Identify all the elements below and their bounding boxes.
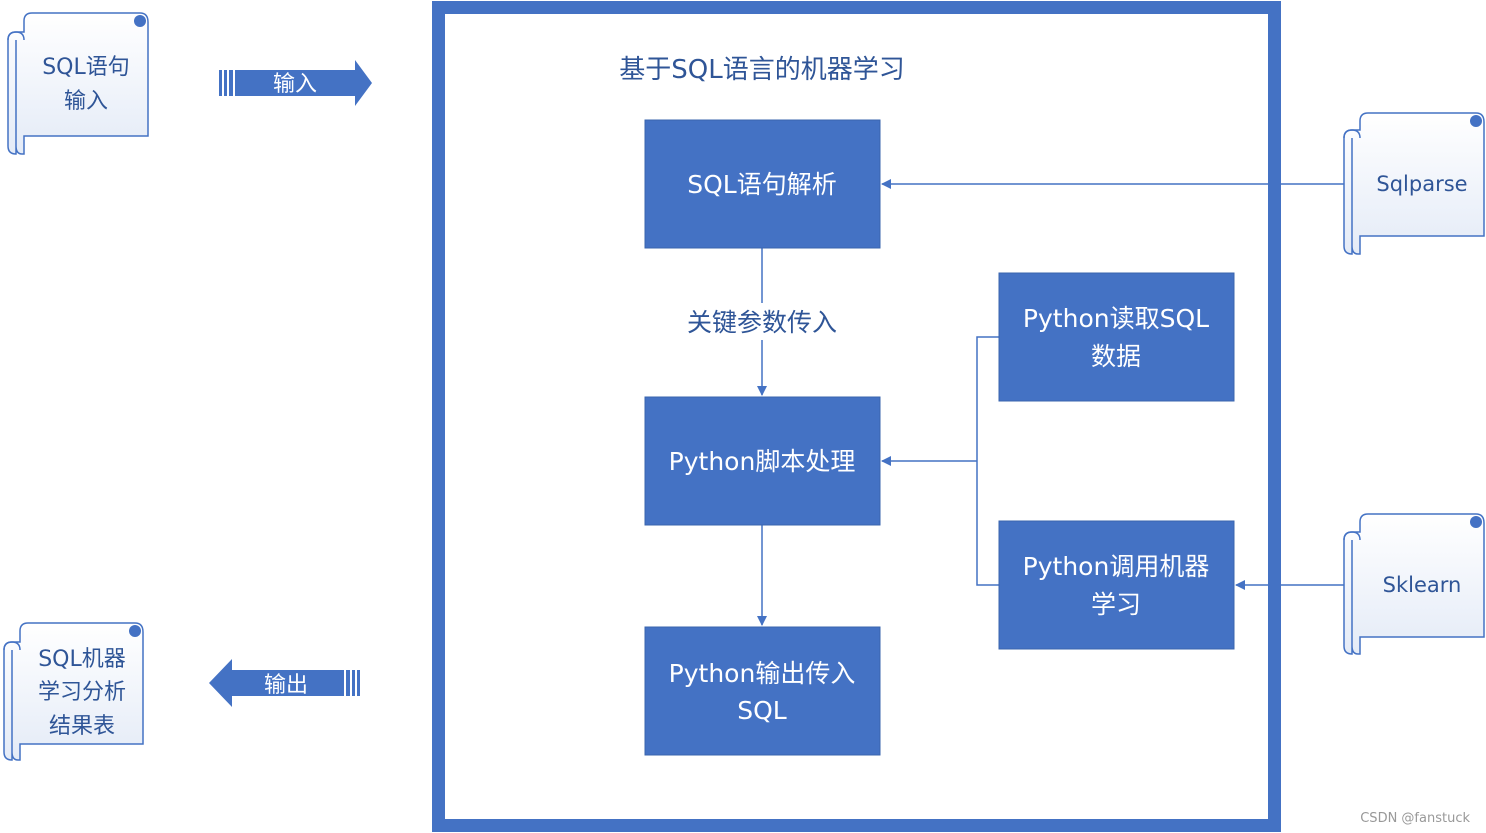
node-python-output-line-1: Python输出传入 [669, 659, 856, 688]
input-arrow: 输入 [219, 60, 372, 106]
sqlparse-scroll: Sqlparse [1343, 112, 1485, 255]
edge-label-param: 关键参数传入 [687, 308, 837, 337]
sqlparse-scroll-label: Sqlparse [1376, 172, 1467, 196]
main-frame [432, 1, 1281, 832]
node-python-script-label: Python脚本处理 [669, 447, 856, 476]
input-scroll-line-1: SQL语句 [42, 55, 130, 80]
output-scroll: SQL机器 学习分析 结果表 [3, 622, 144, 761]
node-sql-parse: SQL语句解析 [644, 119, 881, 249]
node-python-script: Python脚本处理 [644, 396, 881, 526]
node-python-output: Python输出传入 SQL [644, 626, 881, 756]
sklearn-scroll: Sklearn [1343, 513, 1485, 655]
output-arrow: 输出 [209, 659, 360, 707]
node-python-ml: Python调用机器 学习 [998, 520, 1235, 650]
output-scroll-line-2: 学习分析 [38, 680, 126, 705]
node-sql-parse-label: SQL语句解析 [687, 170, 836, 199]
sklearn-scroll-label: Sklearn [1383, 573, 1462, 597]
frame-title: 基于SQL语言的机器学习 [619, 55, 904, 85]
node-python-read-line-2: 数据 [1091, 342, 1141, 371]
node-python-ml-line-1: Python调用机器 [1023, 552, 1210, 581]
input-scroll-line-2: 输入 [64, 89, 108, 114]
node-python-read-line-1: Python读取SQL [1023, 304, 1209, 333]
watermark: CSDN @fanstuck [1360, 811, 1470, 826]
input-scroll: SQL语句 输入 [7, 12, 149, 155]
node-python-read: Python读取SQL 数据 [998, 272, 1235, 402]
input-arrow-label: 输入 [273, 72, 317, 97]
output-arrow-label: 输出 [264, 673, 308, 698]
output-scroll-line-3: 结果表 [49, 714, 115, 739]
node-python-output-line-2: SQL [737, 696, 787, 725]
output-scroll-line-1: SQL机器 [38, 647, 126, 672]
connector-read-bracket [976, 336, 999, 586]
node-python-ml-line-2: 学习 [1091, 590, 1141, 619]
